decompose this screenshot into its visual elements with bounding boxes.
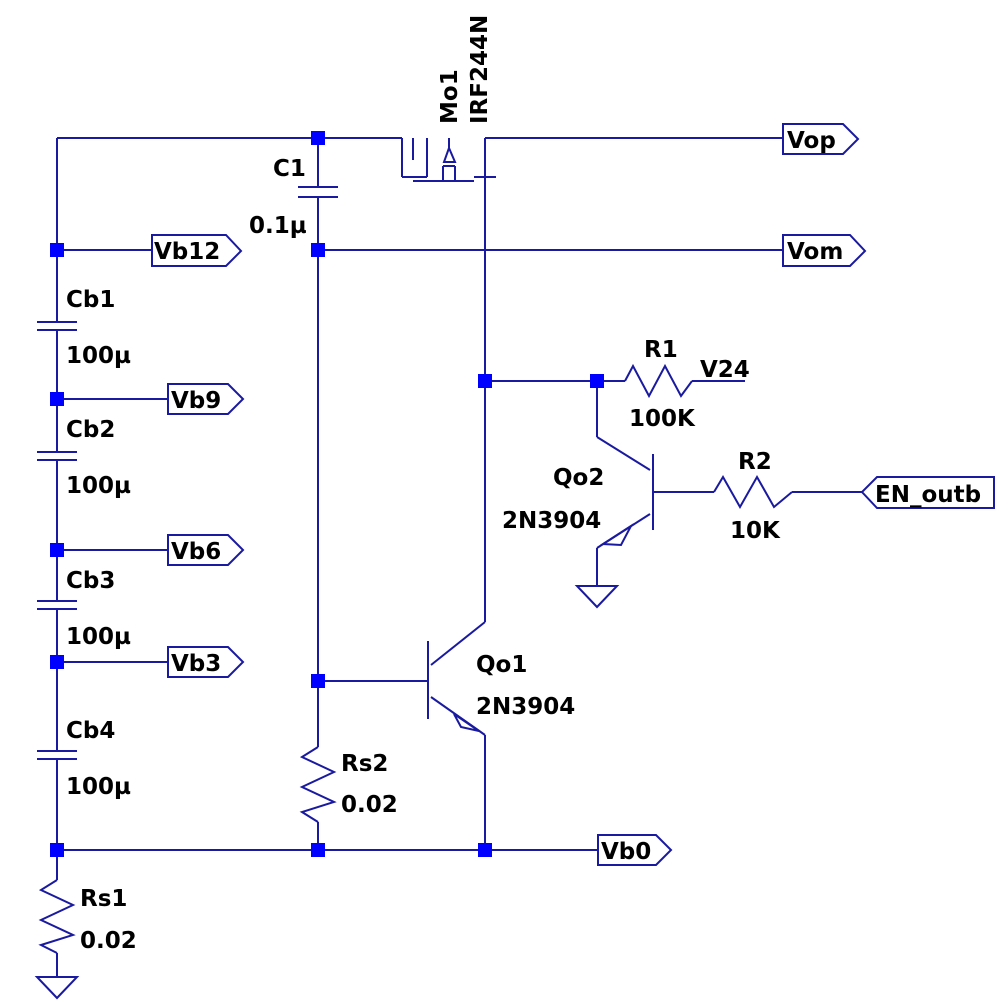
junction-dot <box>50 392 64 406</box>
cb1-value: 100µ <box>66 343 131 369</box>
cb4-name: Cb4 <box>66 718 115 744</box>
resistor-rs1 <box>38 879 76 954</box>
net-label-vom: Vom <box>787 239 843 265</box>
junction-dot <box>478 374 492 388</box>
capacitor-c1 <box>298 186 338 198</box>
port-vom: Vom <box>782 234 867 267</box>
net-label-vb12: Vb12 <box>154 239 220 265</box>
r2-name: R2 <box>738 449 772 475</box>
bjt-qo2 <box>596 436 654 549</box>
port-vb0: Vb0 <box>597 834 673 866</box>
qo1-name: Qo1 <box>476 652 527 678</box>
net-label-vb6: Vb6 <box>171 539 221 565</box>
net-label-v24: V24 <box>700 357 750 383</box>
qo1-model: 2N3904 <box>476 694 575 720</box>
net-label-vb3: Vb3 <box>171 651 221 677</box>
resistor-r2 <box>713 474 793 510</box>
resistor-rs2 <box>299 746 337 823</box>
port-vb12: Vb12 <box>151 234 243 267</box>
cb2-name: Cb2 <box>66 417 115 443</box>
mosfet-mo1 <box>402 138 496 182</box>
junction-dot <box>50 843 64 857</box>
port-vb6: Vb6 <box>167 534 245 566</box>
junction-dots <box>50 131 604 857</box>
cb3-name: Cb3 <box>66 568 115 594</box>
junction-dot <box>50 543 64 557</box>
junction-dot <box>478 843 492 857</box>
ground-icon <box>574 585 620 609</box>
capacitor-cb1 <box>37 321 77 331</box>
rs2-name: Rs2 <box>341 751 388 777</box>
capacitor-cb2 <box>37 451 77 461</box>
junction-dot <box>311 243 325 257</box>
capacitor-cb3 <box>37 600 77 610</box>
junction-dot <box>50 655 64 669</box>
rs1-value: 0.02 <box>80 928 137 954</box>
bjt-qo1 <box>427 621 486 736</box>
port-en-outb: EN_outb <box>860 476 995 509</box>
c1-name: C1 <box>273 156 306 182</box>
port-vb9: Vb9 <box>167 383 245 415</box>
qo2-name: Qo2 <box>553 465 604 491</box>
net-label-vb9: Vb9 <box>171 388 221 414</box>
net-label-vb0: Vb0 <box>601 839 651 865</box>
cb1-name: Cb1 <box>66 287 115 313</box>
c1-value: 0.1µ <box>249 213 307 239</box>
cb2-value: 100µ <box>66 473 131 499</box>
junction-dot <box>50 243 64 257</box>
junction-dot <box>590 374 604 388</box>
r1-value: 100K <box>629 406 696 432</box>
net-label-en-outb: EN_outb <box>875 482 981 508</box>
cb4-value: 100µ <box>66 774 131 800</box>
rs2-value: 0.02 <box>341 792 398 818</box>
capacitor-cb4 <box>37 750 77 760</box>
resistor-r1 <box>624 363 693 399</box>
junction-dot <box>311 843 325 857</box>
port-vb3: Vb3 <box>167 646 245 678</box>
junction-dot <box>311 131 325 145</box>
mosfet-model: IRF244N <box>467 15 493 124</box>
cb3-value: 100µ <box>66 624 131 650</box>
rs1-name: Rs1 <box>80 886 127 912</box>
ground-icon <box>34 976 80 1000</box>
mosfet-name: Mo1 <box>437 69 463 124</box>
net-label-vop: Vop <box>787 128 836 154</box>
r2-value: 10K <box>730 518 781 544</box>
r1-name: R1 <box>644 337 678 363</box>
port-vop: Vop <box>782 123 860 155</box>
junction-dot <box>311 674 325 688</box>
qo2-model: 2N3904 <box>502 508 601 534</box>
